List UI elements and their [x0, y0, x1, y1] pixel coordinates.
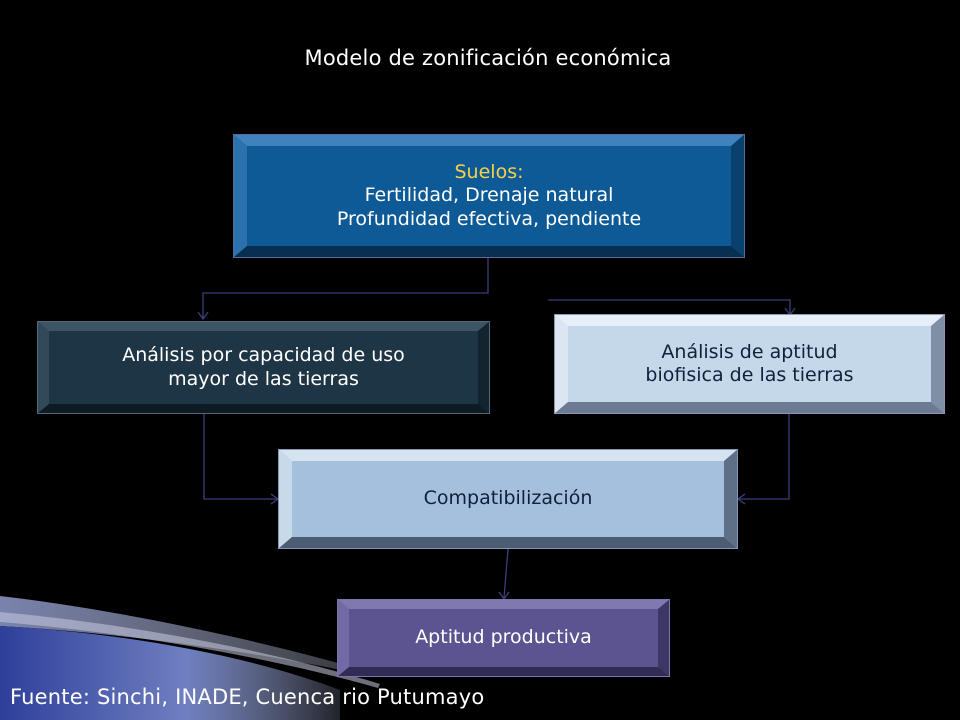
node-compatibilizacion: Compatibilización [278, 449, 738, 549]
suelos-heading: Suelos: [454, 161, 524, 184]
connector-suelos-aptitud [548, 299, 791, 314]
suelos-line-1: Fertilidad, Drenaje natural [364, 184, 614, 207]
connector-suelos-capacidad [202, 258, 489, 318]
aptitud-line-2: biofisica de las tierras [645, 364, 854, 386]
node-suelos: Suelos: Fertilidad, Drenaje natural Prof… [233, 134, 745, 258]
capacidad-line-1: Análisis por capacidad de uso [122, 344, 405, 367]
page-title: Modelo de zonificación económica [304, 46, 672, 70]
arrowhead-icon [736, 493, 746, 505]
node-aptitud-productiva: Aptitud productiva [337, 599, 670, 677]
connector-capacidad-compat [203, 414, 278, 500]
compatibilizacion-label: Compatibilización [423, 487, 593, 510]
aptitud-productiva-label: Aptitud productiva [415, 626, 592, 649]
source-citation: Fuente: Sinchi, INADE, Cuenca rio Putuma… [10, 685, 485, 709]
node-analisis-aptitud-biofisica: Análisis de aptitud biofisica de las tie… [554, 314, 945, 414]
capacidad-line-2: mayor de las tierras [168, 367, 359, 390]
node-analisis-capacidad: Análisis por capacidad de uso mayor de l… [37, 321, 490, 414]
suelos-line-2: Profundidad efectiva, pendiente [336, 207, 642, 230]
aptitud-line-1: Análisis de aptitud [661, 340, 838, 363]
arrowhead-icon [197, 311, 209, 321]
connector-compat-productiva [503, 548, 509, 599]
connector-aptitud-compat [738, 414, 790, 500]
